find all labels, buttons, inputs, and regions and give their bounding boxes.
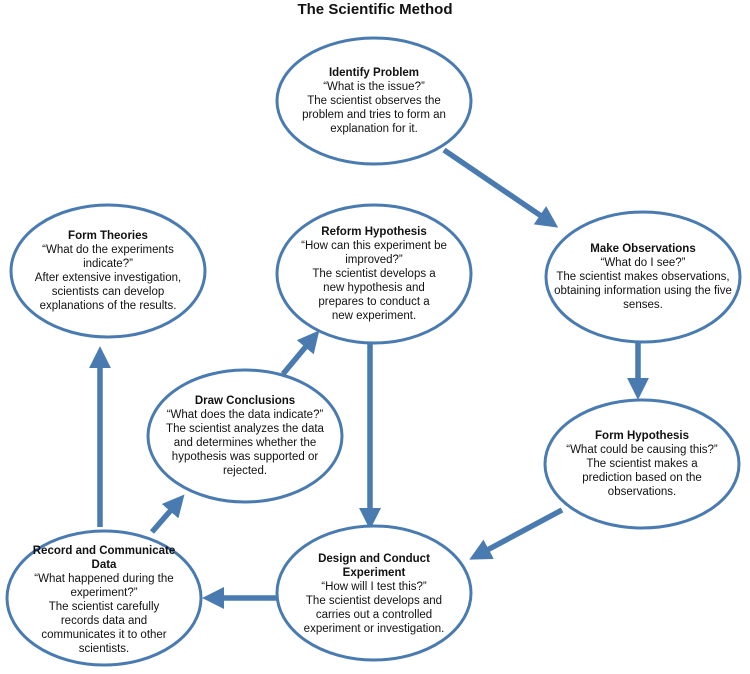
- node-body: The scientist makes observations, obtain…: [554, 271, 732, 311]
- ellipse-design-experiment: [275, 524, 473, 662]
- node-title: Design and Conduct Experiment: [318, 553, 430, 579]
- node-question: “What do I see?”: [600, 257, 686, 269]
- diagram-title: The Scientific Method: [297, 1, 453, 18]
- node-make-observations: Make Observations “What do I see?” The s…: [553, 225, 733, 329]
- ellipse-make-observations: [544, 210, 742, 344]
- node-title: Reform Hypothesis: [321, 226, 427, 238]
- ellipse-identify-problem: [275, 36, 473, 166]
- node-body: The scientist makes a prediction based o…: [582, 458, 702, 498]
- node-design-experiment: Design and Conduct Experiment “How will …: [292, 538, 456, 650]
- node-record-communicate: Record and Communicate Data “What happen…: [22, 544, 186, 656]
- ellipse-form-hypothesis: [543, 398, 741, 530]
- node-form-hypothesis: Form Hypothesis “What could be causing t…: [554, 426, 730, 502]
- node-title: Draw Conclusions: [194, 395, 296, 407]
- node-body: The scientist observes the problem and t…: [302, 95, 446, 135]
- ellipse-draw-conclusions: [146, 368, 344, 504]
- node-body: The scientist develops and carries out a…: [303, 595, 445, 635]
- node-form-theories: Form Theories “What do the experiments i…: [28, 220, 188, 322]
- node-question: “How can this experiment be improved?”: [301, 240, 447, 266]
- node-title: Form Hypothesis: [595, 430, 689, 442]
- arrow-conclusions-to-reform: [280, 330, 320, 376]
- node-identify-problem: Identify Problem “What is the issue?” Th…: [294, 48, 454, 154]
- node-body: After extensive investigation, scientist…: [34, 272, 182, 312]
- node-question: “What could be causing this?”: [566, 444, 718, 456]
- node-body: The scientist carefully records data and…: [41, 601, 167, 655]
- node-title: Identify Problem: [328, 67, 420, 79]
- node-title: Record and Communicate Data: [32, 545, 176, 571]
- node-title: Make Observations: [590, 243, 696, 255]
- node-body: The scientist develops a new hypothesis …: [312, 268, 436, 322]
- node-question: “What is the issue?”: [323, 81, 425, 93]
- node-question: “How will I test this?”: [321, 581, 427, 593]
- arrow-identify-to-observations: [442, 147, 559, 228]
- arrow-record-to-conclusions: [149, 494, 185, 534]
- node-question: “What does the data indicate?”: [166, 409, 324, 421]
- node-body: The scientist analyzes the data and dete…: [166, 423, 324, 477]
- node-question: “What do the experiments indicate?”: [42, 244, 174, 270]
- ellipse-reform-hypothesis: [275, 203, 473, 345]
- ellipse-record-communicate: [5, 529, 203, 667]
- arrow-hypothesis-to-experiment: [469, 507, 564, 560]
- ellipse-form-theories: [9, 203, 207, 339]
- node-draw-conclusions: Draw Conclusions “What does the data ind…: [158, 388, 332, 484]
- node-title: Form Theories: [68, 230, 148, 242]
- node-question: “What happened during the experiment?”: [34, 573, 174, 599]
- node-reform-hypothesis: Reform Hypothesis “How can this experime…: [294, 215, 454, 333]
